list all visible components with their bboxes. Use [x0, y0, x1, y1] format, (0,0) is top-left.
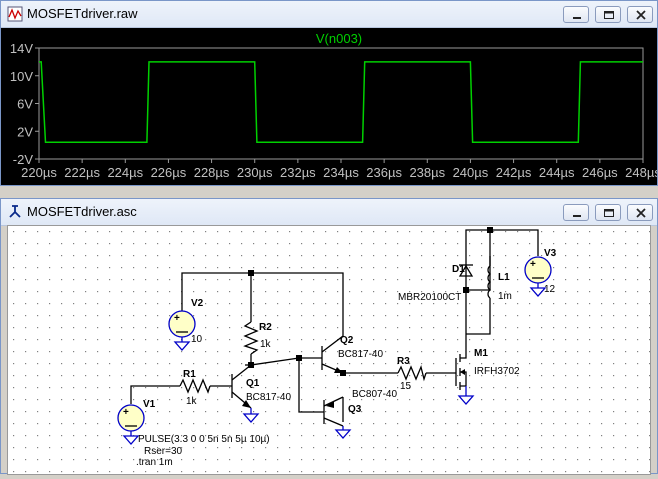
close-icon: [636, 208, 646, 218]
source-v2[interactable]: +: [168, 310, 196, 351]
l1-label[interactable]: L1: [498, 272, 510, 283]
waveform-app-icon: [7, 6, 23, 22]
trace-label[interactable]: V(n003): [316, 31, 362, 46]
inductor-l1[interactable]: [487, 265, 492, 299]
x-tick-label: 220µs: [21, 165, 57, 180]
q1-model[interactable]: BC817-40: [246, 392, 291, 403]
y-tick-label: 6V: [17, 97, 33, 112]
svg-text:+: +: [123, 407, 129, 418]
svg-text:+: +: [530, 259, 536, 270]
r1-label[interactable]: R1: [183, 369, 196, 380]
resistor-r2[interactable]: [243, 321, 259, 355]
close-button[interactable]: [627, 6, 653, 23]
x-tick-label: 236µs: [366, 165, 402, 180]
trace-line-v-n003: [39, 61, 643, 144]
x-tick-label: 240µs: [453, 165, 489, 180]
x-tick-label: 248µs: [625, 165, 657, 180]
resistor-r1[interactable]: [179, 378, 211, 394]
m1-model[interactable]: IRFH3702: [474, 366, 520, 377]
x-tick-label: 222µs: [64, 165, 100, 180]
y-tick-label: 10V: [10, 69, 33, 84]
schematic-restore-button[interactable]: [595, 204, 621, 221]
restore-button[interactable]: [595, 6, 621, 23]
mosfet-m1[interactable]: [450, 334, 475, 405]
x-tick-label: 244µs: [539, 165, 575, 180]
schematic-grid: [8, 226, 650, 474]
l1-value[interactable]: 1m: [498, 291, 512, 302]
schematic-titlebar[interactable]: MOSFETdriver.asc: [1, 199, 657, 226]
minimize-button[interactable]: [563, 6, 589, 23]
v1-value[interactable]: PULSE(3.3 0 0 5n 5n 5µ 10µ): [138, 434, 270, 445]
waveform-chart: V(n003) 14V 10V 6V 2V -2V 220µs 222µs 224µs 226…: [10, 31, 658, 180]
x-tick-label: 238µs: [409, 165, 445, 180]
r3-value[interactable]: 15: [400, 381, 412, 392]
y-tick-label: 2V: [17, 124, 33, 139]
source-v3[interactable]: +: [524, 256, 552, 297]
q1-label[interactable]: Q1: [246, 378, 260, 389]
transistor-q2[interactable]: [321, 316, 344, 374]
schematic-minimize-button[interactable]: [563, 204, 589, 221]
r1-value[interactable]: 1k: [186, 396, 198, 407]
d1-model[interactable]: MBR20100CT: [398, 292, 461, 303]
x-tick-label: 234µs: [323, 165, 359, 180]
source-v1[interactable]: +: [117, 404, 145, 445]
x-tick-label: 228µs: [194, 165, 230, 180]
r3-label[interactable]: R3: [397, 356, 410, 367]
x-tick-label: 230µs: [237, 165, 273, 180]
schematic-drawing: + V1 PULSE(3.3 0 0 5n 5n 5µ 10µ) Rser=30…: [8, 226, 650, 474]
q3-label[interactable]: Q3: [348, 404, 362, 415]
waveform-titlebar[interactable]: MOSFETdriver.raw: [1, 1, 657, 28]
schematic-window-title: MOSFETdriver.asc: [27, 204, 137, 219]
x-tick-label: 224µs: [107, 165, 143, 180]
wires: [130, 229, 539, 422]
v1-rser[interactable]: Rser=30: [144, 446, 183, 457]
v3-label[interactable]: V3: [544, 248, 557, 259]
x-tick-label: 246µs: [582, 165, 618, 180]
v1-label[interactable]: V1: [143, 399, 156, 410]
restore-icon: [604, 11, 614, 19]
transistor-q1[interactable]: [231, 364, 260, 423]
v3-value[interactable]: 12: [544, 284, 556, 295]
schematic-app-icon: [9, 205, 21, 218]
r2-value[interactable]: 1k: [260, 339, 272, 350]
svg-text:+: +: [174, 313, 180, 324]
q2-model[interactable]: BC817-40: [338, 349, 383, 360]
close-icon: [636, 10, 646, 20]
v2-value[interactable]: 10: [191, 334, 203, 345]
resistor-r3[interactable]: [397, 364, 427, 382]
tran-directive[interactable]: .tran 1m: [136, 457, 173, 468]
r2-label[interactable]: R2: [259, 322, 272, 333]
waveform-plot[interactable]: V(n003) 14V 10V 6V 2V -2V 220µs 222µs 224µs 226…: [1, 28, 658, 185]
x-tick-label: 232µs: [280, 165, 316, 180]
waveform-window-title: MOSFETdriver.raw: [27, 6, 138, 21]
schematic-window: MOSFETdriver.asc: [0, 198, 658, 475]
d1-label[interactable]: D1: [452, 264, 465, 275]
v2-label[interactable]: V2: [191, 298, 204, 309]
x-tick-label: 242µs: [496, 165, 532, 180]
transistor-q3[interactable]: [323, 396, 352, 439]
y-tick-label: 14V: [10, 41, 33, 56]
diode-d1[interactable]: [458, 264, 474, 277]
q3-model[interactable]: BC807-40: [352, 389, 397, 400]
y-tick-label: -2V: [13, 152, 34, 167]
minimize-icon: [573, 215, 581, 217]
m1-label[interactable]: M1: [474, 348, 488, 359]
q2-label[interactable]: Q2: [340, 335, 354, 346]
waveform-window: MOSFETdriver.raw V(n003) 14V 10V 6V 2V -2V 2…: [0, 0, 658, 186]
x-tick-label: 226µs: [151, 165, 187, 180]
restore-icon: [604, 209, 614, 217]
schematic-close-button[interactable]: [627, 204, 653, 221]
minimize-icon: [573, 17, 581, 19]
schematic-canvas[interactable]: + V1 PULSE(3.3 0 0 5n 5n 5µ 10µ) Rser=30…: [7, 225, 651, 475]
